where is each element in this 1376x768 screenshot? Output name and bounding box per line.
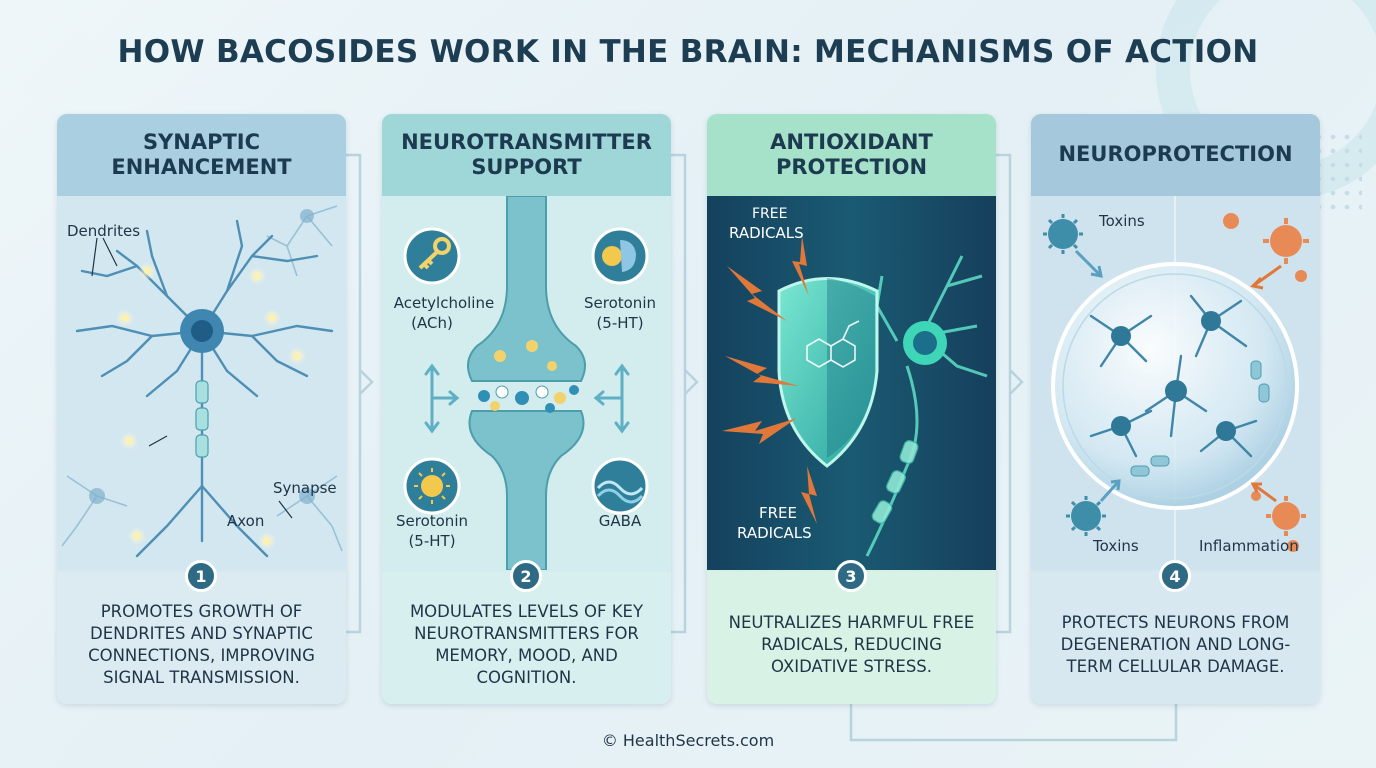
label-dendrites: Dendrites bbox=[67, 222, 140, 240]
label-gaba: GABA bbox=[599, 512, 642, 530]
panel-heading-text: NEUROPROTECTION bbox=[1058, 142, 1293, 167]
footer-copyright: © HealthSecrets.com bbox=[601, 731, 775, 750]
label-toxins-bottom: Toxins bbox=[1092, 537, 1139, 555]
bubble-illustration: Toxins Toxins Inflammation bbox=[1031, 196, 1320, 570]
step-badge: 3 bbox=[835, 560, 867, 592]
label-serotonin-bottom-abbr: (5-HT) bbox=[408, 532, 455, 550]
panel-heading: NEUROTRANSMITTER SUPPORT bbox=[382, 114, 671, 196]
panel-description: MODULATES LEVELS OF KEY NEUROTRANSMITTER… bbox=[382, 572, 671, 704]
label-free-radicals-bottom-2: RADICALS bbox=[737, 524, 812, 542]
panel-description: NEUTRALIZES HARMFUL FREE RADICALS, REDUC… bbox=[707, 572, 996, 704]
label-free-radicals-bottom-1: FREE bbox=[759, 504, 797, 522]
synapse-illustration: Acetylcholine (ACh) Serotonin (5-HT) Ser… bbox=[382, 196, 671, 570]
panel-synaptic-enhancement: SYNAPTIC ENHANCEMENT bbox=[57, 114, 346, 704]
label-acetylcholine: Acetylcholine bbox=[394, 294, 494, 312]
panel-antioxidant-protection: ANTIOXIDANT PROTECTION bbox=[707, 114, 996, 704]
label-serotonin-bottom: Serotonin bbox=[396, 512, 468, 530]
panel-neuroprotection: NEUROPROTECTION bbox=[1031, 114, 1320, 704]
step-badge: 1 bbox=[185, 560, 217, 592]
step-badge: 2 bbox=[510, 560, 542, 592]
label-free-radicals-top-2: RADICALS bbox=[729, 224, 804, 242]
panel-description: PROMOTES GROWTH OF DENDRITES AND SYNAPTI… bbox=[57, 572, 346, 704]
panel-neurotransmitter-support: NEUROTRANSMITTER SUPPORT bbox=[382, 114, 671, 704]
panel-heading: ANTIOXIDANT PROTECTION bbox=[707, 114, 996, 196]
panel-heading: NEUROPROTECTION bbox=[1031, 114, 1320, 196]
background-dots bbox=[1312, 130, 1362, 210]
shield-illustration: FREE RADICALS FREE RADICALS bbox=[707, 196, 996, 570]
neuron-illustration: Dendrites Synapse Axon bbox=[57, 196, 346, 570]
label-ach-abbr: (ACh) bbox=[411, 314, 453, 332]
label-inflammation: Inflammation bbox=[1199, 537, 1299, 555]
step-badge: 4 bbox=[1159, 560, 1191, 592]
label-serotonin-top-abbr: (5-HT) bbox=[596, 314, 643, 332]
label-free-radicals-top-1: FREE bbox=[752, 206, 787, 222]
label-serotonin-top: Serotonin bbox=[584, 294, 656, 312]
page-title: HOW BACOSIDES WORK IN THE BRAIN: MECHANI… bbox=[117, 34, 1259, 70]
label-toxins-top: Toxins bbox=[1098, 212, 1145, 230]
panel-heading-text: SYNAPTIC ENHANCEMENT bbox=[111, 129, 292, 179]
panel-description: PROTECTS NEURONS FROM DEGENERATION AND L… bbox=[1031, 572, 1320, 704]
panel-heading-text: ANTIOXIDANT PROTECTION bbox=[770, 129, 933, 179]
panel-heading-text: NEUROTRANSMITTER SUPPORT bbox=[401, 129, 652, 179]
panel-heading: SYNAPTIC ENHANCEMENT bbox=[57, 114, 346, 196]
label-synapse: Synapse bbox=[273, 479, 337, 497]
label-axon: Axon bbox=[227, 512, 264, 530]
